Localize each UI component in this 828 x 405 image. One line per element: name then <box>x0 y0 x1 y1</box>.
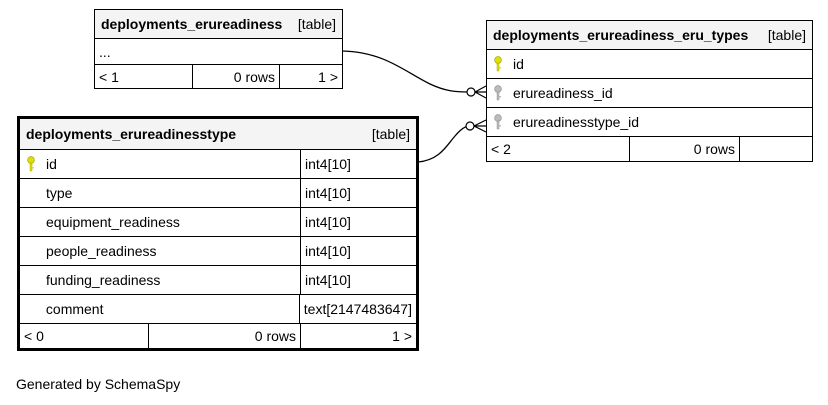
table-footer: < 2 0 rows <box>487 137 812 161</box>
ellipsis-text: ... <box>99 43 111 60</box>
table-row[interactable]: type int4[10] <box>20 179 416 208</box>
relation-optional-marker <box>465 121 475 131</box>
column-name: comment <box>45 301 104 317</box>
table-footer: < 1 0 rows 1 > <box>95 65 342 88</box>
parents-count[interactable]: < 1 <box>99 68 119 85</box>
relation-line-erureadiness <box>341 50 469 93</box>
relation-crowfoot <box>474 85 487 99</box>
row-count: 0 rows <box>192 65 279 88</box>
table-name: deployments_erureadinesstype <box>26 126 237 142</box>
relation-line-erureadinesstype <box>417 125 469 163</box>
table-footer: < 0 0 rows 1 > <box>20 324 416 348</box>
column-name: id <box>46 156 57 172</box>
children-count[interactable]: 1 > <box>300 324 416 348</box>
table-row[interactable]: comment text[2147483647] <box>20 295 416 324</box>
foreign-key-icon <box>487 108 509 136</box>
children-count[interactable]: 1 > <box>279 65 342 88</box>
column-type: int4[10] <box>300 179 416 207</box>
relation-optional-marker <box>466 87 476 97</box>
table-row[interactable]: erureadinesstype_id <box>487 108 812 137</box>
table-row[interactable]: equipment_readiness int4[10] <box>20 208 416 237</box>
table-row[interactable]: people_readiness int4[10] <box>20 237 416 266</box>
column-type: int4[10] <box>300 150 416 178</box>
primary-key-icon <box>20 150 42 178</box>
table-row[interactable]: id <box>487 50 812 79</box>
column-name: equipment_readiness <box>46 214 180 230</box>
row-count: 0 rows <box>148 324 300 348</box>
row-count: 0 rows <box>629 137 739 161</box>
table-name: deployments_erureadiness_eru_types <box>493 27 749 43</box>
table-deployments-erureadiness-eru-types[interactable]: deployments_erureadiness_eru_types [tabl… <box>486 20 813 162</box>
table-row[interactable]: id int4[10] <box>20 150 416 179</box>
table-row: ... <box>95 39 342 65</box>
column-name: id <box>513 56 524 72</box>
table-header: deployments_erureadiness [table] <box>95 10 342 39</box>
table-header: deployments_erureadiness_eru_types [tabl… <box>487 21 812 50</box>
column-name: type <box>46 185 73 201</box>
generated-by-text: Generated by SchemaSpy <box>16 376 181 392</box>
table-name: deployments_erureadiness <box>101 16 283 32</box>
table-deployments-erureadiness[interactable]: deployments_erureadiness [table] ... < 1… <box>94 9 343 89</box>
table-type-tag: [table] <box>767 27 806 43</box>
column-name: erureadiness_id <box>513 85 613 101</box>
column-type: int4[10] <box>300 266 416 294</box>
column-type: int4[10] <box>300 208 416 236</box>
table-deployments-erureadinesstype[interactable]: deployments_erureadinesstype [table] id … <box>17 116 419 351</box>
primary-key-icon <box>487 50 509 78</box>
relation-crowfoot <box>473 119 487 133</box>
column-name: people_readiness <box>46 243 157 259</box>
table-header: deployments_erureadinesstype [table] <box>20 119 416 150</box>
foreign-key-icon <box>487 79 509 107</box>
children-count[interactable] <box>739 137 812 161</box>
column-type: text[2147483647] <box>298 295 416 323</box>
parents-count[interactable]: < 2 <box>491 141 511 157</box>
column-name: funding_readiness <box>46 272 161 288</box>
table-row[interactable]: erureadiness_id <box>487 79 812 108</box>
column-type: int4[10] <box>300 237 416 265</box>
table-row[interactable]: funding_readiness int4[10] <box>20 266 416 295</box>
column-name: erureadinesstype_id <box>513 114 640 130</box>
parents-count[interactable]: < 0 <box>24 328 44 344</box>
table-type-tag: [table] <box>371 126 410 142</box>
table-type-tag: [table] <box>297 16 336 32</box>
